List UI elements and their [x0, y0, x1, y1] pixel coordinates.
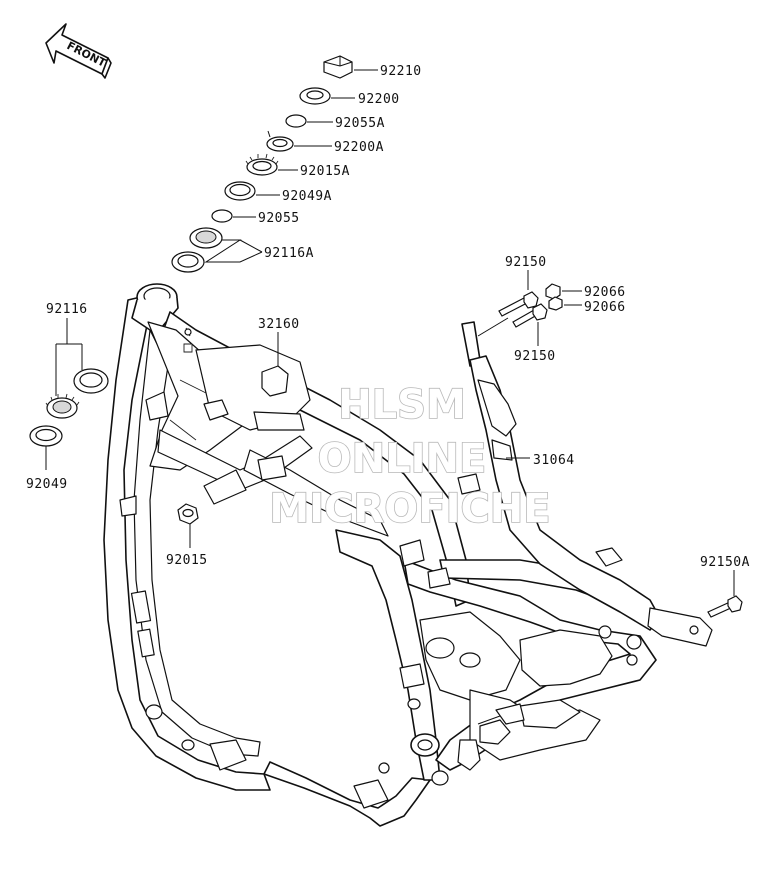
part-label[interactable]: 92210: [380, 64, 422, 79]
nut-92066-lower: [548, 296, 582, 311]
bolt-92150A: [707, 570, 743, 618]
part-labels: 92210 92200 92055A 92200A 92015A 92049A …: [26, 64, 750, 570]
part-label[interactable]: 92015A: [300, 164, 350, 179]
bracket-31064: [457, 317, 713, 647]
part-label[interactable]: 92049: [26, 477, 68, 492]
watermark-line1: HLSM: [338, 382, 466, 428]
bearing-cup-92049: [29, 425, 63, 470]
front-arrow-icon: FRONT: [45, 23, 112, 79]
part-label[interactable]: 92150: [514, 349, 556, 364]
o-ring-92055: [211, 209, 256, 223]
part-label[interactable]: 32160: [258, 317, 300, 332]
lock-washer-92200A: [266, 130, 332, 152]
part-label[interactable]: 92116: [46, 302, 88, 317]
o-ring-92055A: [285, 114, 333, 128]
bolt-92150-lower: [512, 303, 548, 346]
stem-nut-92015A: [245, 153, 298, 176]
bearing-92116A: [171, 227, 263, 273]
part-label[interactable]: 92055A: [335, 116, 385, 131]
part-label[interactable]: 92116A: [264, 246, 314, 261]
part-label[interactable]: 92066: [584, 300, 626, 315]
washer-92200: [299, 87, 355, 105]
part-label[interactable]: 92055: [258, 211, 300, 226]
main-frame-32160: [103, 283, 657, 827]
part-label[interactable]: 92200: [358, 92, 400, 107]
bearing-set-92116: [45, 318, 109, 419]
part-label[interactable]: 92015: [166, 553, 208, 568]
bolt-92150-upper: [498, 270, 539, 317]
nut-92066-upper: [545, 283, 582, 300]
part-label[interactable]: 92150A: [700, 555, 750, 570]
part-label[interactable]: 92200A: [334, 140, 384, 155]
part-label[interactable]: 92066: [584, 285, 626, 300]
watermark: HLSM ONLINE MICROFICHE: [269, 381, 552, 533]
bearing-cup-92049A: [224, 181, 280, 201]
watermark-line2: ONLINE: [318, 436, 487, 482]
part-label[interactable]: 92150: [505, 255, 547, 270]
part-label[interactable]: 92049A: [282, 189, 332, 204]
watermark-line3: MICROFICHE: [269, 486, 550, 532]
stem-nut-92210: [323, 55, 378, 79]
nut-92015: [177, 503, 199, 548]
part-label[interactable]: 31064: [533, 453, 575, 468]
